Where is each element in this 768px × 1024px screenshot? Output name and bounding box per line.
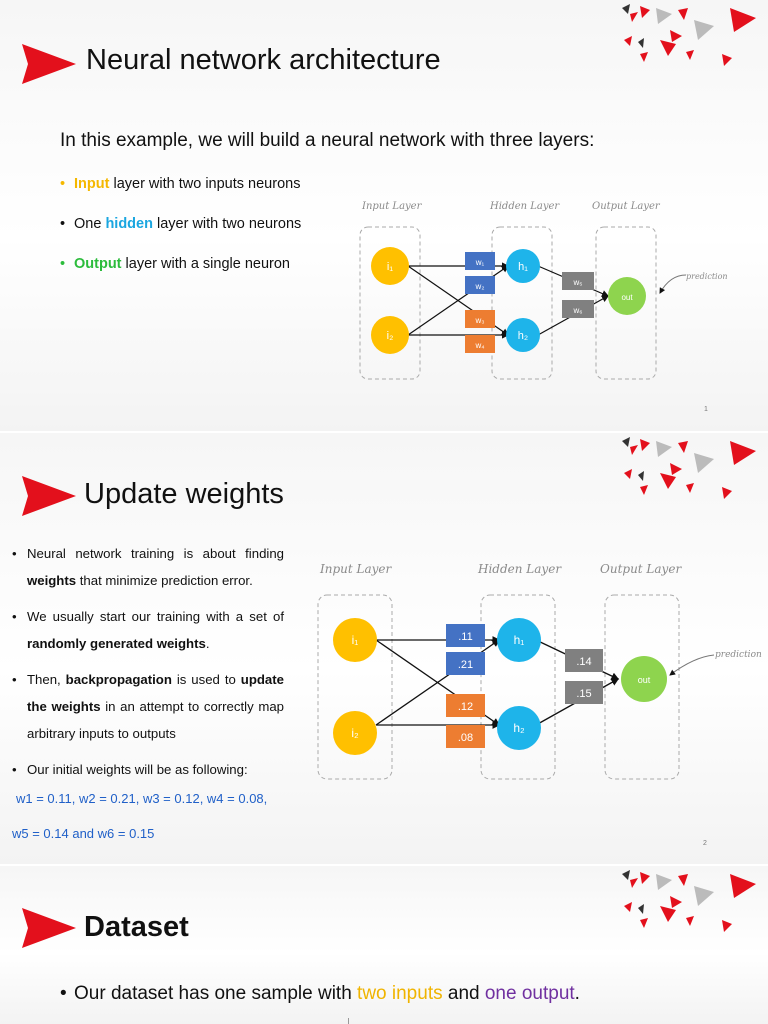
svg-text:h₁: h₁ bbox=[518, 261, 528, 273]
output-layer-label: Output Layer bbox=[592, 201, 661, 212]
weight-w3: w₃ bbox=[465, 310, 495, 328]
weight-w2: .21 bbox=[446, 652, 485, 675]
hidden-layer-label: Hidden Layer bbox=[477, 562, 562, 576]
neuron-h1: h₁ bbox=[506, 249, 540, 283]
prediction-label: prediction bbox=[686, 272, 728, 281]
neuron-h1: h₁ bbox=[497, 618, 541, 662]
bullet-input-layer: •Input layer with two inputs neurons bbox=[60, 176, 301, 192]
network-diagram-1: Input Layer Hidden Layer Output Layer pr… bbox=[359, 201, 728, 380]
neuron-out: out bbox=[608, 277, 646, 315]
input-layer-box bbox=[359, 226, 421, 380]
neuron-h2: h₂ bbox=[497, 706, 541, 750]
output-layer-box bbox=[604, 594, 680, 780]
bullet-backpropagation: •Then, backpropagation is used to update… bbox=[12, 672, 285, 741]
prediction-label: prediction bbox=[715, 650, 762, 660]
triangle-decoration bbox=[622, 870, 756, 932]
neuron-i2: i₂ bbox=[371, 316, 409, 354]
triangle-decoration bbox=[622, 4, 756, 66]
neuron-i1: i₁ bbox=[371, 247, 409, 285]
svg-text:w₆: w₆ bbox=[572, 306, 582, 315]
slide-3: Dataset bbox=[0, 866, 768, 1024]
title-arrow-icon bbox=[22, 476, 76, 516]
input-layer-label: Input Layer bbox=[319, 562, 393, 576]
svg-text:w₃: w₃ bbox=[474, 316, 484, 325]
weight-w4: .08 bbox=[446, 725, 485, 748]
bullet-random-weights: •We usually start our training with a se… bbox=[12, 609, 284, 651]
hidden-layer-box bbox=[491, 226, 553, 380]
slide-separator bbox=[0, 431, 768, 433]
neuron-i2: i₂ bbox=[333, 711, 377, 755]
network-diagram-2: Input Layer Hidden Layer Output Layer pr… bbox=[317, 562, 762, 780]
weight-w3: .12 bbox=[446, 694, 485, 717]
bullet-training-weights: •Neural network training is about findin… bbox=[12, 546, 284, 588]
svg-text:.08: .08 bbox=[458, 732, 473, 744]
slide-3-title: Dataset bbox=[84, 911, 189, 943]
title-arrow-icon bbox=[22, 908, 76, 948]
svg-text:.15: .15 bbox=[576, 688, 591, 700]
svg-text:out: out bbox=[621, 293, 633, 302]
slide-2-bullet-list: •Neural network training is about findin… bbox=[12, 540, 284, 792]
svg-text:.21: .21 bbox=[458, 659, 473, 671]
weight-w5: w₅ bbox=[562, 272, 594, 290]
hidden-layer-box bbox=[480, 594, 556, 780]
slide-1-title: Neural network architecture bbox=[86, 44, 441, 76]
weight-w6: w₆ bbox=[562, 300, 594, 318]
weight-w1: .11 bbox=[446, 624, 485, 647]
neuron-i1: i₁ bbox=[333, 618, 377, 662]
svg-text:w₅: w₅ bbox=[573, 278, 583, 287]
svg-text:.12: .12 bbox=[458, 701, 473, 713]
svg-text:out: out bbox=[638, 675, 651, 685]
neuron-out: out bbox=[621, 656, 667, 702]
slide-2: Update weights 2 bbox=[0, 433, 768, 864]
weight-w5: .14 bbox=[565, 649, 603, 672]
neuron-h2: h₂ bbox=[506, 318, 540, 352]
slide-1-number: 1 bbox=[704, 406, 708, 413]
svg-text:i₂: i₂ bbox=[351, 726, 359, 740]
slide-3-footer-mark bbox=[348, 1018, 349, 1024]
slide-1-bullet-list: •Input layer with two inputs neurons •On… bbox=[60, 176, 301, 296]
bullet-hidden-layer: •One hidden layer with two neurons bbox=[60, 216, 302, 232]
svg-text:h₂: h₂ bbox=[513, 721, 525, 735]
input-layer-box bbox=[317, 594, 393, 780]
title-arrow-icon bbox=[22, 44, 76, 84]
svg-text:.14: .14 bbox=[576, 656, 591, 668]
weight-w2: w₂ bbox=[465, 276, 495, 294]
weight-w6: .15 bbox=[565, 681, 603, 704]
svg-text:w₁: w₁ bbox=[475, 258, 485, 267]
triangle-decoration bbox=[622, 437, 756, 499]
slide-2-title: Update weights bbox=[84, 478, 284, 510]
slide-1: Neural network architecture In this exam… bbox=[0, 0, 768, 432]
weight-w1: w₁ bbox=[465, 252, 495, 270]
slide-separator bbox=[0, 864, 768, 866]
svg-text:h₁: h₁ bbox=[514, 633, 525, 647]
svg-text:i₁: i₁ bbox=[352, 633, 359, 647]
hidden-layer-label: Hidden Layer bbox=[489, 201, 560, 212]
svg-text:w₄: w₄ bbox=[474, 341, 484, 350]
svg-text:h₂: h₂ bbox=[518, 330, 528, 342]
output-layer-label: Output Layer bbox=[600, 562, 682, 576]
svg-text:w₂: w₂ bbox=[475, 282, 485, 291]
bullet-initial-weights: •Our initial weights will be as followin… bbox=[12, 762, 248, 777]
weight-w4: w₄ bbox=[465, 335, 495, 353]
svg-text:i₁: i₁ bbox=[387, 261, 393, 273]
svg-text:i₂: i₂ bbox=[387, 330, 394, 342]
slide-2-number: 2 bbox=[703, 840, 707, 847]
weights-values-line-1: w1 = 0.11, w2 = 0.21, w3 = 0.12, w4 = 0.… bbox=[16, 791, 268, 806]
weights-values-line-2: w5 = 0.14 and w6 = 0.15 bbox=[12, 826, 155, 841]
input-layer-label: Input Layer bbox=[361, 201, 423, 212]
slide-1-intro: In this example, we will build a neural … bbox=[60, 130, 595, 151]
svg-text:.11: .11 bbox=[458, 631, 472, 643]
bullet-output-layer: •Output layer with a single neuron bbox=[60, 256, 290, 272]
slide-3-dataset-text: •Our dataset has one sample with two inp… bbox=[60, 983, 580, 1004]
